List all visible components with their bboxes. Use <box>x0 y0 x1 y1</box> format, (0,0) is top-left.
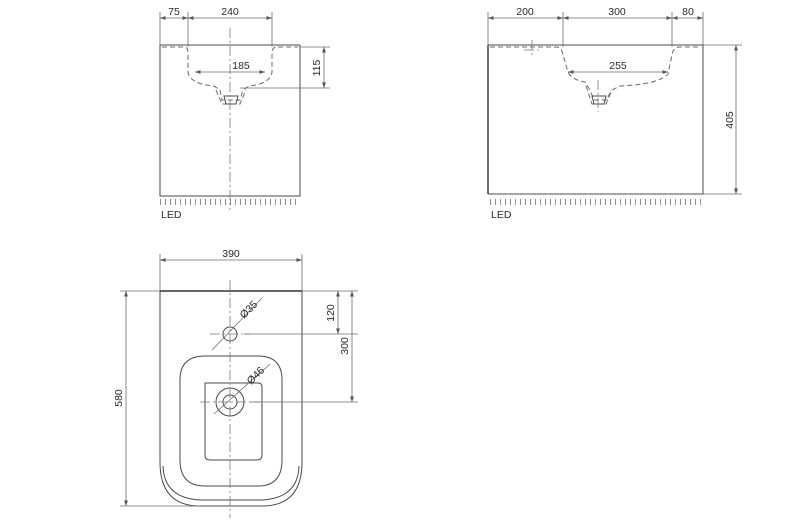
dim-80-label: 80 <box>682 6 694 18</box>
side-led-label: LED <box>491 209 512 221</box>
side-view: 200 300 80 255 405 LED <box>487 6 742 221</box>
top-basin-rim <box>179 355 283 487</box>
top-basin-bowl <box>204 382 263 461</box>
dim-240-label: 240 <box>221 6 239 18</box>
dim-185-label: 185 <box>232 60 250 72</box>
top-view: Ø35 Ø46 390 580 120 300 <box>113 248 358 518</box>
dim-120-label: 120 <box>325 304 337 322</box>
dim-300-top-label: 300 <box>339 337 351 355</box>
dim-115-label: 115 <box>311 59 323 76</box>
dim-200-label: 200 <box>516 6 534 18</box>
dim-580-label: 580 <box>113 389 125 407</box>
front-view: 75 240 185 115 LED <box>159 6 330 221</box>
side-basin-profile <box>490 46 701 101</box>
dim-390-label: 390 <box>222 248 240 260</box>
dim-255-label: 255 <box>609 60 627 72</box>
dim-300-label: 300 <box>608 6 626 18</box>
front-led-label: LED <box>161 209 182 221</box>
dim-405-label: 405 <box>724 111 736 129</box>
side-view-outline <box>488 44 704 195</box>
dim-75-label: 75 <box>168 6 180 18</box>
top-view-outline <box>159 290 303 507</box>
front-basin-profile <box>162 46 298 101</box>
dim-35-label: Ø35 <box>238 299 261 322</box>
